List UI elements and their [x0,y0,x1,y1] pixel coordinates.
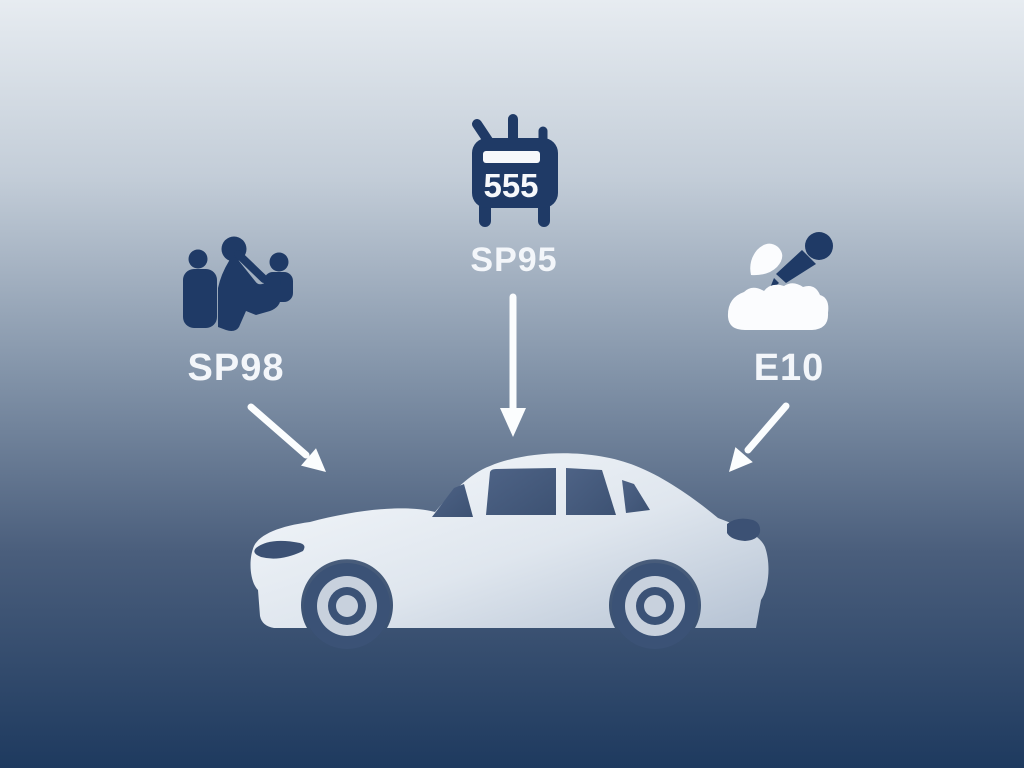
meter-slot-icon [483,151,540,163]
meter-reading: 555 [483,167,538,204]
microphone-head-icon [805,232,833,260]
e10-label: E10 [753,347,825,389]
sp95-meter-icon: 555 [472,114,558,227]
boot-shape-icon [218,257,281,331]
e10-cloud-microphone-icon [727,232,833,330]
rod-icon [234,250,268,283]
sp98-label: SP98 [187,347,285,389]
microphone-handle-icon [776,250,816,283]
sp98-figures-icon [183,236,293,331]
cloud-icon [727,283,829,330]
arrow-sp95-to-car-icon [500,293,526,437]
car-headlight [254,540,305,559]
car-silhouette [250,453,769,649]
car-rear-wheel [612,563,698,649]
car-rear-window [566,468,616,515]
figure-head-icon [269,252,289,272]
figure-body-icon [183,269,217,328]
car-windshield [432,484,473,517]
sp95-label: SP95 [470,241,558,279]
car-quarter-window [622,480,650,513]
car-taillight [727,518,761,541]
car-front-window [486,468,556,515]
figure-head-icon [188,249,208,269]
droplet-icon [750,243,783,276]
car-front-wheel [304,563,390,649]
